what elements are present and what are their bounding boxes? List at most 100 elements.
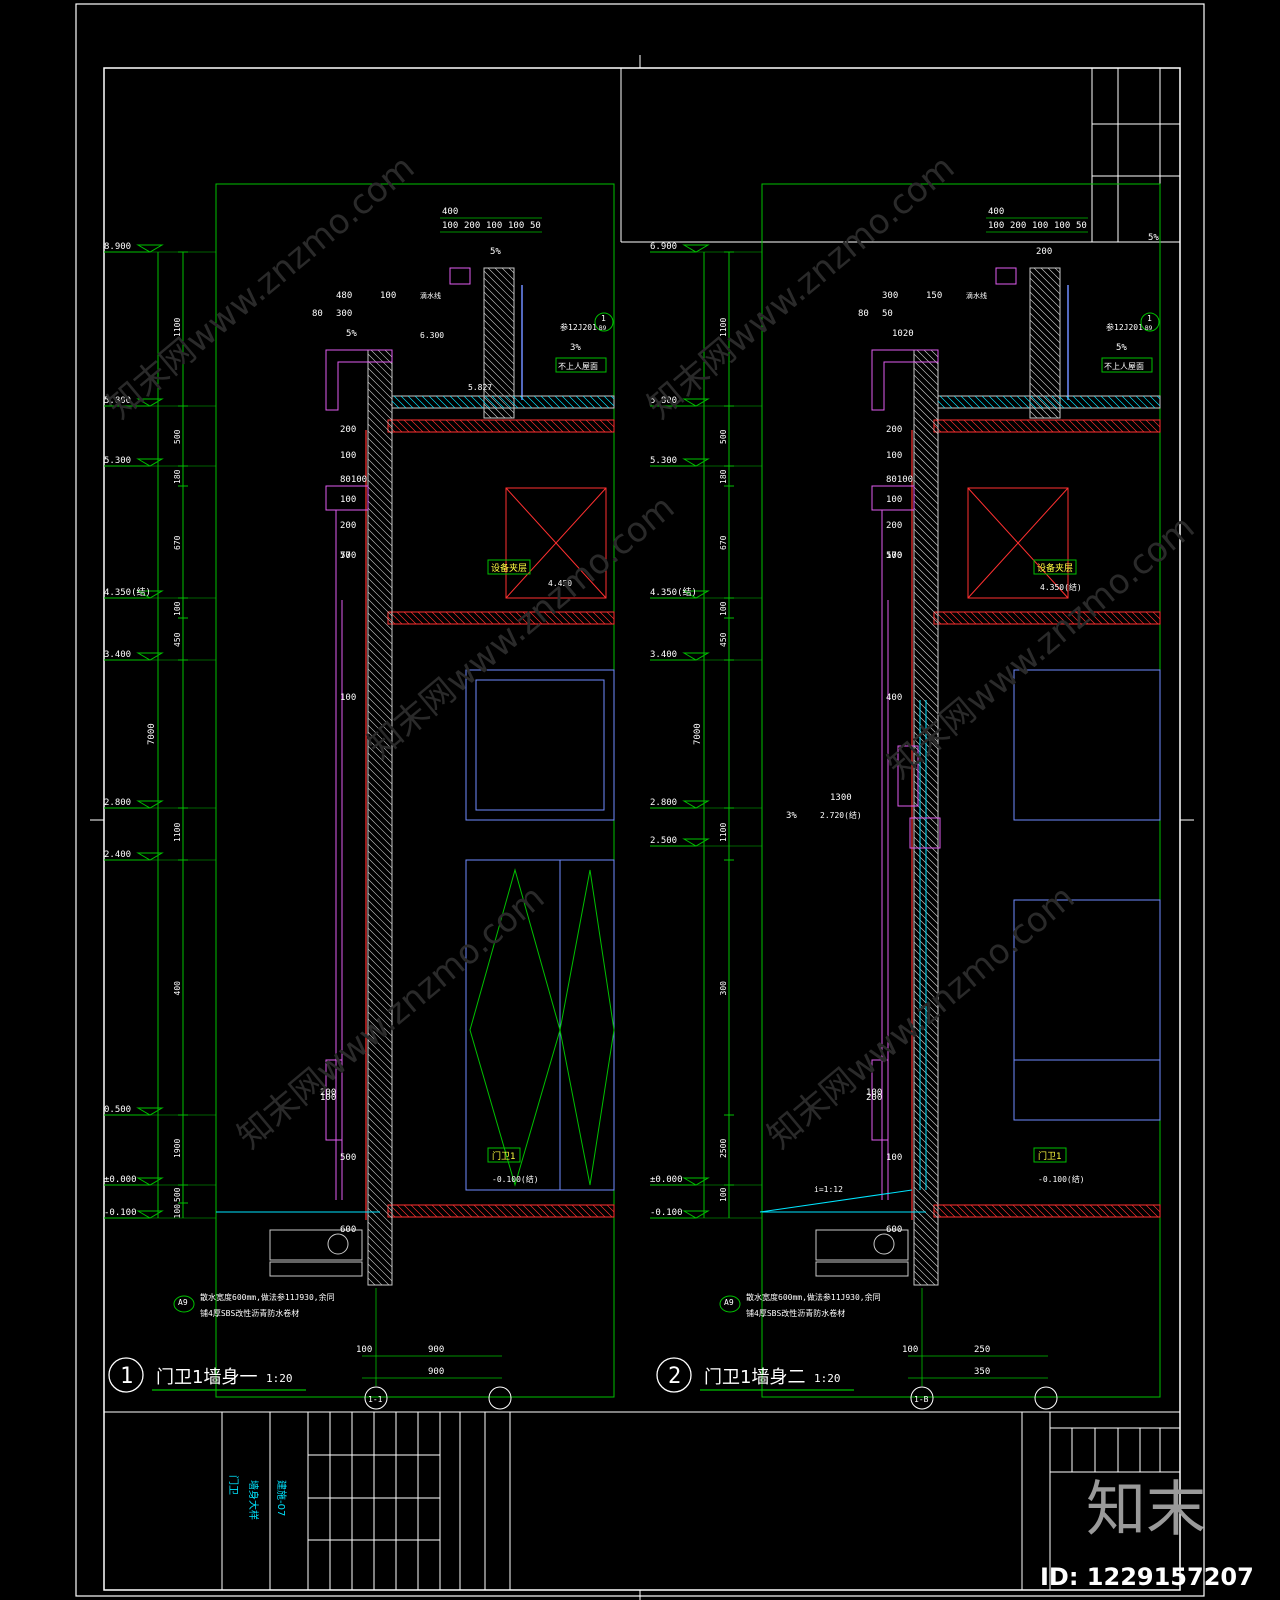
hatch-line xyxy=(946,395,960,409)
hatch-line xyxy=(367,1235,393,1261)
hatch-line xyxy=(396,611,410,625)
detail-title-text: 门卫1墙身一 xyxy=(156,1367,257,1388)
dim-value: 500 xyxy=(173,1187,182,1202)
hatch-line xyxy=(1029,270,1061,302)
hatch-line xyxy=(452,1204,466,1218)
hatch-line xyxy=(1005,1204,1019,1218)
hatch-line xyxy=(977,611,991,625)
hatch-line xyxy=(367,1060,393,1086)
hatch-line xyxy=(1089,419,1103,433)
hatch-line xyxy=(1029,333,1061,365)
hatch-line xyxy=(498,395,512,409)
hatch-line xyxy=(984,1204,998,1218)
hatch-line xyxy=(963,419,977,433)
wall-dim-value: 80100 xyxy=(886,475,913,485)
hatch-line xyxy=(367,864,393,890)
hatch-line xyxy=(1128,395,1142,409)
hatch-line xyxy=(367,598,393,624)
wall-dim-value: 600 xyxy=(886,1225,902,1235)
top-dim-value: 5% xyxy=(346,329,357,339)
hatch-line xyxy=(367,983,393,1009)
mezzanine-box xyxy=(505,487,607,599)
hatch-line xyxy=(589,395,603,409)
hatch-line xyxy=(526,395,540,409)
hatch-line xyxy=(367,1256,393,1282)
top-dim-value: 50 xyxy=(1076,221,1087,231)
ground-slab-outline xyxy=(933,1204,1161,1218)
hatch-line xyxy=(519,395,533,409)
axis-bubble xyxy=(364,1386,388,1410)
hatch-line xyxy=(438,1204,452,1218)
title-drawing: 墙身大样 xyxy=(247,1480,260,1520)
hatch-line xyxy=(1054,1204,1068,1218)
hatch-line xyxy=(445,1204,459,1218)
hatch-line xyxy=(998,611,1012,625)
level-4350: 4.350(结) xyxy=(1040,582,1082,592)
hatch-line xyxy=(977,1204,991,1218)
elevation-triangle xyxy=(682,398,710,407)
hatch-line xyxy=(1044,395,1058,409)
hatch-line xyxy=(606,611,615,620)
roof-label: 不上人屋面 xyxy=(558,362,598,371)
hatch-line xyxy=(367,451,393,477)
hatch-line xyxy=(367,1172,393,1198)
dim-total: 7000 xyxy=(693,723,703,745)
detail-title-text: 门卫1墙身二 xyxy=(704,1367,805,1388)
elevation-triangle xyxy=(682,652,710,661)
roof-tag-box xyxy=(555,357,607,373)
hatch-line xyxy=(547,395,561,409)
dim-value: 300 xyxy=(719,981,728,996)
hatch-line xyxy=(367,1011,393,1037)
hatch-line xyxy=(913,416,939,442)
hatch-line xyxy=(367,815,393,841)
hatch-line xyxy=(1029,347,1061,379)
hatch-line xyxy=(988,395,1002,409)
hatch-line xyxy=(550,1204,564,1218)
hatch-line xyxy=(998,1204,1012,1218)
hatch-line xyxy=(1068,1204,1082,1218)
hatch-line xyxy=(1110,1204,1124,1218)
elevation-triangle xyxy=(682,838,710,847)
hatch-line xyxy=(367,1277,376,1286)
hatch-line xyxy=(1131,419,1145,433)
mezzanine-box xyxy=(967,487,1069,599)
hatch-line xyxy=(367,801,393,827)
hatch-line xyxy=(424,1204,438,1218)
hatch-line xyxy=(522,611,536,625)
hatch-line xyxy=(410,611,424,625)
top-dim-value: 100 xyxy=(442,221,458,231)
hatch-line xyxy=(956,1204,970,1218)
hatch-line xyxy=(1037,395,1051,409)
hatch-line xyxy=(522,419,536,433)
hatch-line xyxy=(984,419,998,433)
revision-block xyxy=(620,68,1180,243)
wall-dim-value: 200 xyxy=(340,425,356,435)
hatch-line xyxy=(367,1123,393,1149)
bottom-dim-a: 100 xyxy=(356,1345,372,1355)
dim-total: 7000 xyxy=(147,723,157,745)
hatch-line xyxy=(367,871,393,897)
hatch-line xyxy=(367,1109,393,1135)
hatch-line xyxy=(913,381,939,407)
detail-number-circle xyxy=(108,1357,144,1393)
hatch-line xyxy=(367,626,393,652)
parapet-cladding xyxy=(871,349,939,1200)
hatch-line xyxy=(367,710,393,736)
elevation-value: 5.300 xyxy=(650,456,677,466)
room-label-top: 设备夹层 xyxy=(491,562,527,574)
wall-hatch xyxy=(933,611,1161,625)
hatch-line xyxy=(367,703,393,729)
hatch-line xyxy=(578,419,592,433)
hatch-line xyxy=(913,353,939,379)
hatch-line xyxy=(367,374,393,400)
detail-drawings: 8.9005.8005.3004.350(结)3.4002.8002.4000.… xyxy=(104,183,1161,1410)
hatch-line xyxy=(367,507,393,533)
room-tag-top-box xyxy=(1033,559,1077,575)
hatch-line xyxy=(483,277,515,309)
wall-dim-value: 100 xyxy=(886,495,902,505)
top-dim-value: 3% xyxy=(570,343,581,353)
roof-slab xyxy=(933,419,1161,433)
hatch-line xyxy=(367,1221,393,1247)
hatch-line xyxy=(435,395,449,409)
wall-dim-value: 80100 xyxy=(340,475,367,485)
